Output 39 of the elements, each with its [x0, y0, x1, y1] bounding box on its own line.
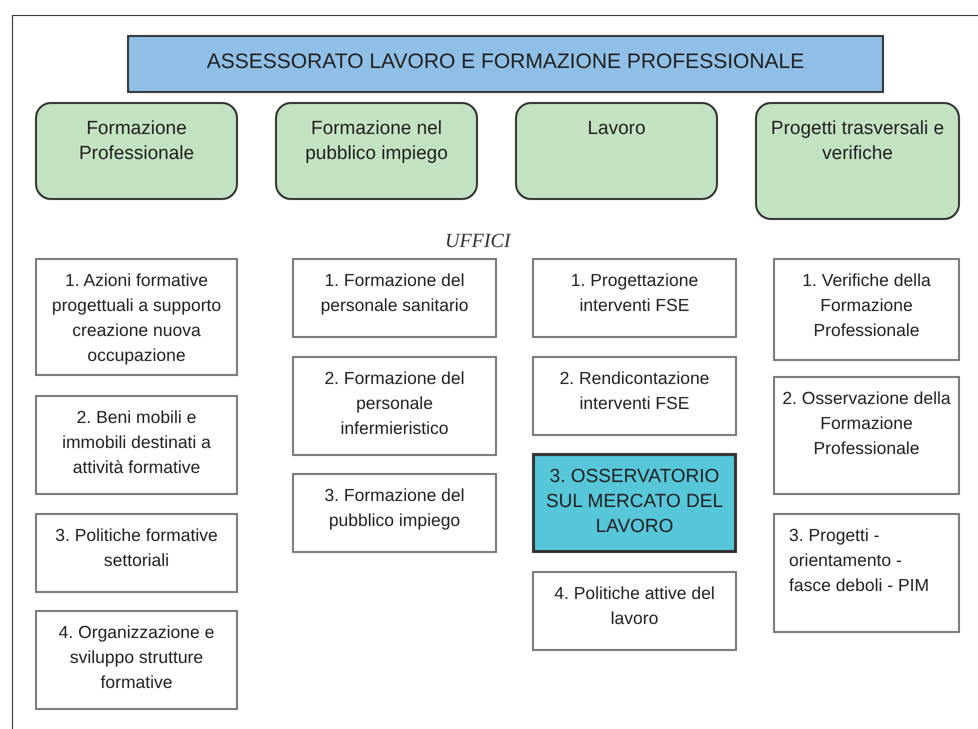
node-text: 1. Progettazione interventi FSE — [570, 269, 700, 317]
highlighted-office-box — [532, 453, 737, 553]
office-box — [532, 356, 737, 436]
department-box — [755, 102, 960, 220]
department-box — [275, 102, 478, 200]
office-box — [35, 513, 238, 593]
office-box — [292, 258, 497, 338]
office-box — [532, 571, 737, 651]
node-text: 2. Rendicontazione interventi FSE — [558, 367, 710, 415]
office-box — [292, 473, 497, 553]
node-text: Formazione nel pubblico impiego — [304, 117, 449, 166]
node-text: Progetti trasversali e verifiche — [770, 117, 946, 166]
office-box — [35, 610, 238, 710]
department-box — [515, 102, 718, 200]
office-box — [35, 395, 238, 495]
node-text: 4. Politiche attive del lavoro — [553, 582, 716, 630]
node-text: 2. Beni mobili e immobili destinati a attività formative — [61, 406, 212, 479]
header-box — [127, 35, 884, 93]
office-box — [773, 376, 960, 495]
node-text: 3. Progetti - orientamento - fasce deboli - PIM — [789, 524, 930, 597]
office-box — [532, 258, 737, 338]
node-text: 2. Formazione del personale infermieristico — [323, 367, 466, 440]
node-text: 4. Organizzazione e sviluppo strutture formative — [58, 621, 216, 694]
office-box — [773, 258, 960, 361]
section-label: UFFICI — [445, 230, 511, 253]
node-text: 3. OSSERVATORIO SUL MERCATO DEL LAVORO — [544, 465, 724, 539]
node-text: 1. Verifiche della Formazione Professionale — [801, 269, 932, 342]
node-text: 3. Formazione del pubblico impiego — [323, 484, 466, 532]
office-box — [773, 513, 960, 633]
node-text: 2. Osservazione della Formazione Professionale — [781, 387, 952, 460]
department-box — [35, 102, 238, 200]
office-box — [292, 356, 497, 456]
node-text: 3. Politiche formative settoriali — [54, 524, 219, 572]
office-box — [35, 258, 238, 376]
node-text: Formazione Professionale — [78, 117, 196, 166]
node-text: 1. Formazione del personale sanitario — [320, 269, 470, 317]
node-text: ASSESSORATO LAVORO E FORMAZIONE PROFESSIONALE — [206, 49, 804, 74]
node-text: 1. Azioni formative progettuali a supporto creazione nuova occupazione — [50, 269, 222, 367]
node-text: Lavoro — [587, 117, 646, 141]
